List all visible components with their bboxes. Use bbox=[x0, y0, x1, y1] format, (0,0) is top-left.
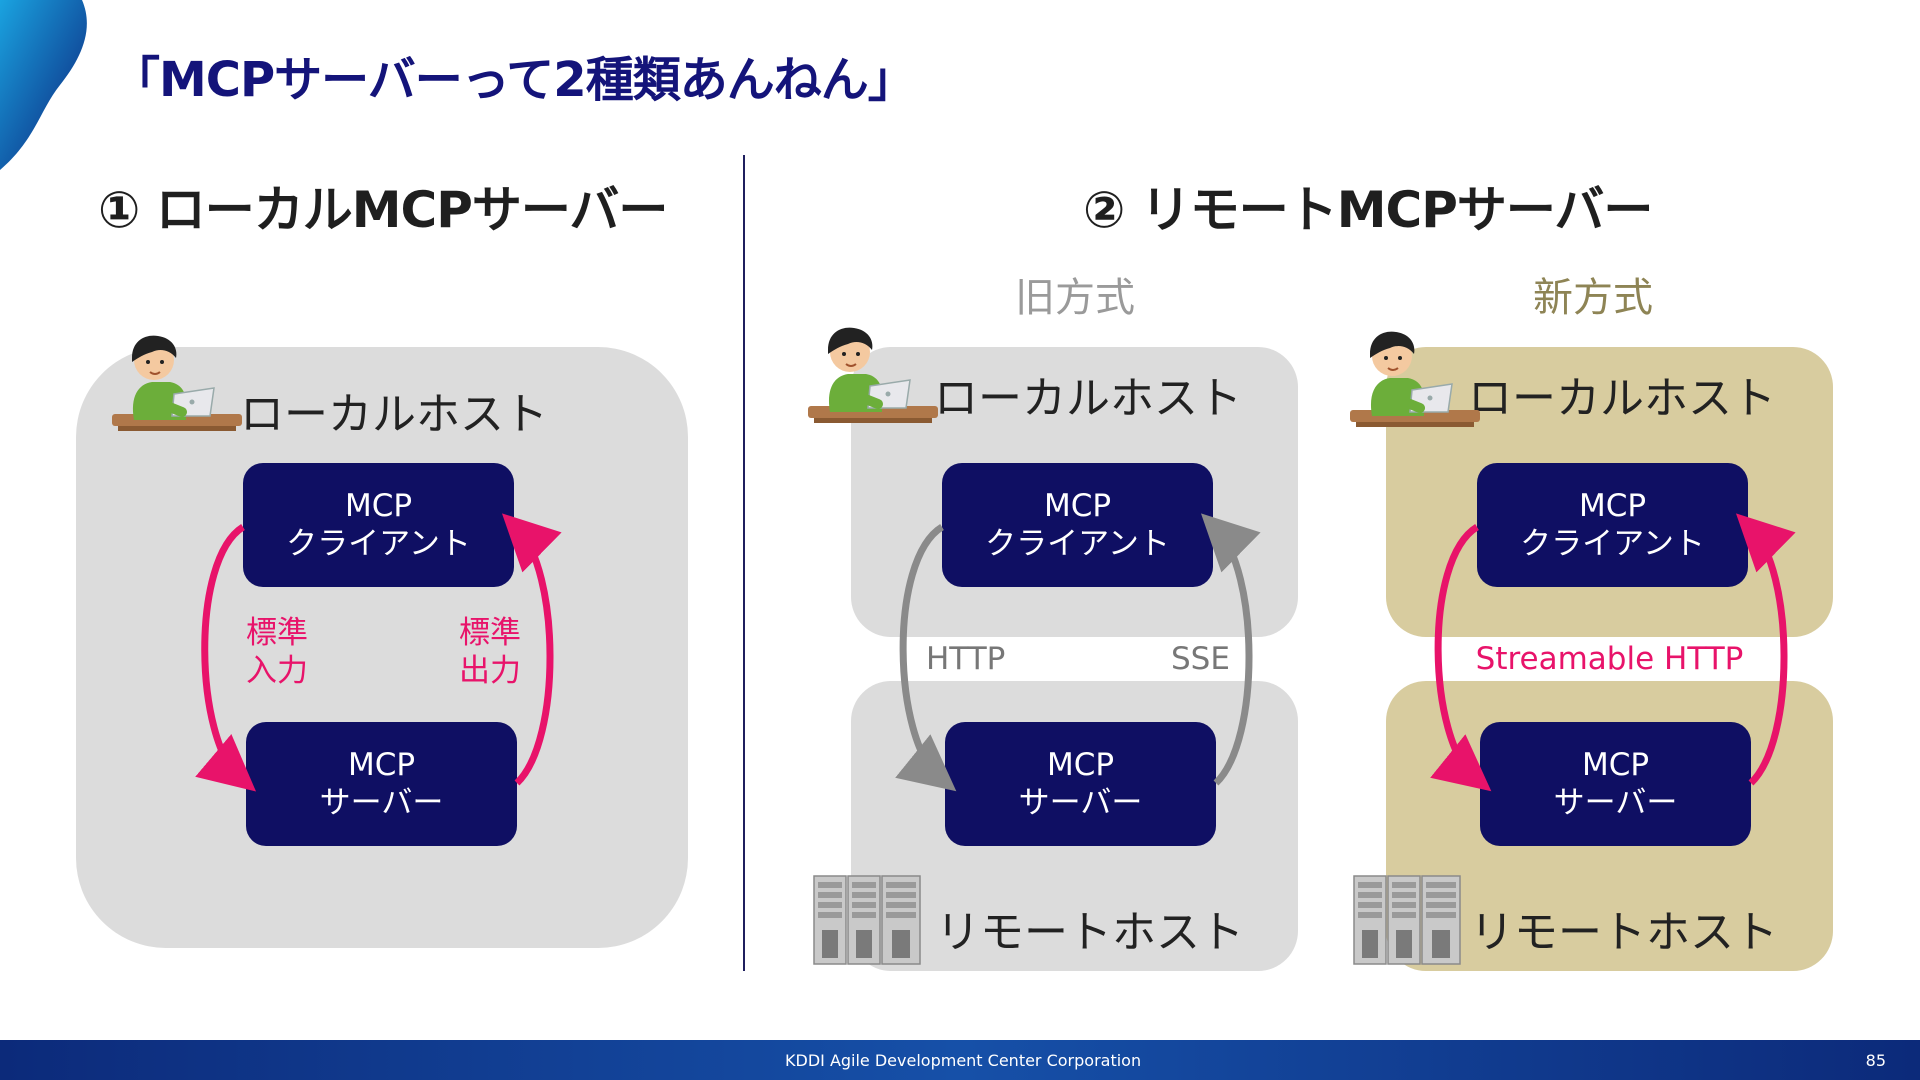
node-label-line2: サーバー bbox=[1018, 785, 1143, 821]
node-label-line2: クライアント bbox=[286, 526, 471, 562]
local-host-label: ローカルホスト bbox=[240, 389, 548, 440]
new-remote-host-label: リモートホスト bbox=[1470, 907, 1778, 958]
old-remote-host-label: リモートホスト bbox=[936, 907, 1244, 958]
stdin-label-line2: 入力 bbox=[246, 653, 308, 689]
old-local-host-label: ローカルホスト bbox=[934, 373, 1242, 424]
node-label-line2: クライアント bbox=[985, 526, 1170, 562]
server-rack-icon bbox=[1353, 875, 1461, 965]
stdin-label-line1: 標準 bbox=[246, 615, 308, 651]
person-at-laptop-icon bbox=[112, 336, 242, 431]
node-label-line1: MCP bbox=[1581, 747, 1650, 783]
http-arrow bbox=[895, 524, 957, 792]
old-mcp-server-node: MCP サーバー bbox=[945, 722, 1216, 846]
local-host-panel bbox=[76, 347, 688, 948]
new-protocol-band: Streamable HTTP bbox=[1386, 637, 1833, 681]
person-at-laptop-icon bbox=[1350, 332, 1480, 427]
local-mcp-server-node: MCP サーバー bbox=[246, 722, 517, 846]
new-local-host-label: ローカルホスト bbox=[1468, 373, 1776, 424]
local-section-heading: ① ローカルMCPサーバー bbox=[98, 181, 668, 239]
node-label-line2: サーバー bbox=[1553, 785, 1678, 821]
footer-company: KDDI Agile Development Center Corporatio… bbox=[785, 1051, 1142, 1070]
old-method-label: 旧方式 bbox=[1015, 275, 1135, 321]
section-divider bbox=[743, 155, 745, 971]
node-label-line1: MCP bbox=[347, 747, 416, 783]
page-number: 85 bbox=[1865, 1051, 1886, 1070]
node-label-line1: MCP bbox=[344, 488, 413, 524]
footer-bar: KDDI Agile Development Center Corporatio… bbox=[0, 1040, 1920, 1080]
slide-title: 「MCPサーバーって2種類あんねん」 bbox=[112, 52, 916, 108]
stdin-label: 標準 入力 bbox=[246, 614, 308, 690]
new-mcp-server-node: MCP サーバー bbox=[1480, 722, 1751, 846]
old-mcp-client-node: MCP クライアント bbox=[942, 463, 1213, 587]
old-protocol-band bbox=[851, 637, 1298, 681]
stdout-label: 標準 出力 bbox=[459, 614, 521, 690]
stdout-label-line1: 標準 bbox=[459, 615, 521, 651]
streamable-response-arrow bbox=[1736, 513, 1796, 786]
sse-arrow bbox=[1201, 513, 1261, 786]
node-label-line1: MCP bbox=[1043, 488, 1112, 524]
local-mcp-client-node: MCP クライアント bbox=[243, 463, 514, 587]
new-method-label: 新方式 bbox=[1533, 275, 1653, 321]
stdout-arrow bbox=[502, 513, 562, 786]
streamable-http-label: Streamable HTTP bbox=[1475, 641, 1744, 677]
stdout-label-line2: 出力 bbox=[459, 653, 521, 689]
node-label-line2: サーバー bbox=[319, 785, 444, 821]
sse-label: SSE bbox=[1171, 641, 1230, 677]
node-label-line1: MCP bbox=[1578, 488, 1647, 524]
node-label-line1: MCP bbox=[1046, 747, 1115, 783]
server-rack-icon bbox=[813, 875, 921, 965]
new-mcp-client-node: MCP クライアント bbox=[1477, 463, 1748, 587]
remote-section-heading: ② リモートMCPサーバー bbox=[1083, 181, 1653, 239]
node-label-line2: クライアント bbox=[1520, 526, 1705, 562]
http-label: HTTP bbox=[926, 641, 1006, 677]
stdin-arrow bbox=[195, 524, 257, 792]
streamable-request-arrow bbox=[1430, 524, 1492, 792]
corner-decoration bbox=[0, 0, 87, 170]
person-at-laptop-icon bbox=[808, 328, 938, 423]
